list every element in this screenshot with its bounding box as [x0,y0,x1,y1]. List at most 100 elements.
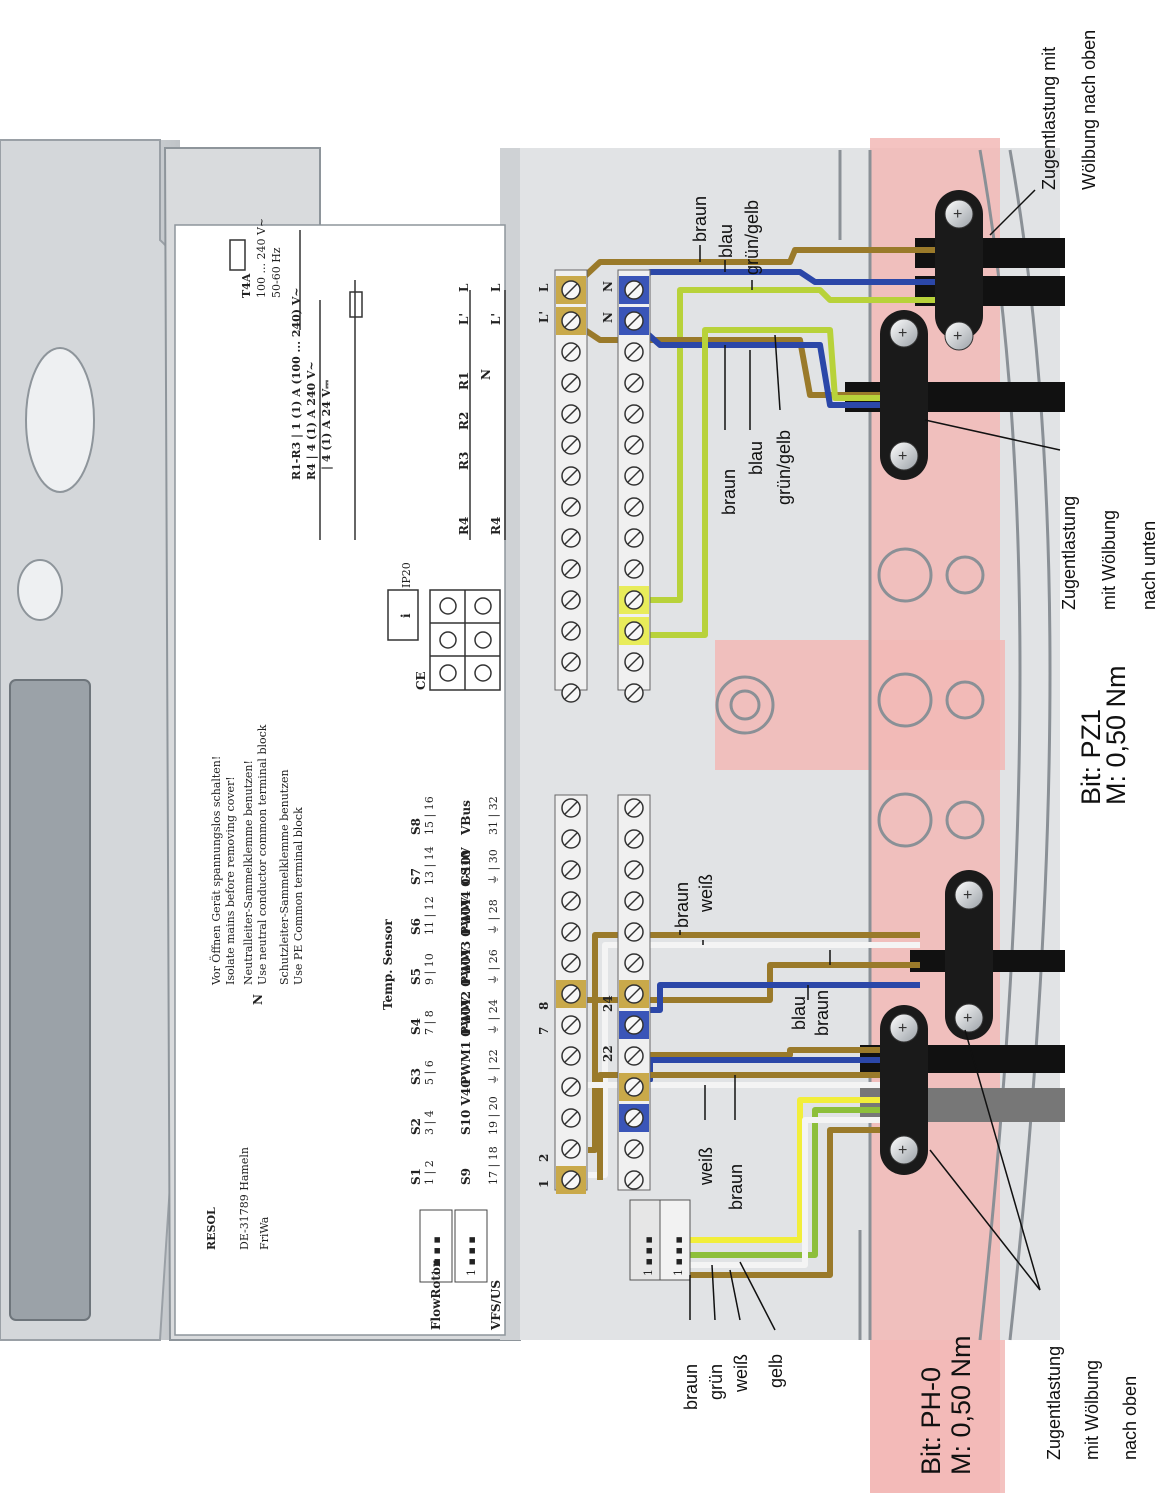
control-button-bottom [17,559,63,621]
terminal-screw-slot [564,1173,578,1187]
sensor-table-pins-top-cell: 7 | 8 [423,1010,437,1035]
terminal-screw-slot [564,500,578,514]
callout-zug-mid-3: nach unten [1139,521,1159,610]
callout-mains-out-blau: blau [746,441,766,475]
svg-text:+: + [963,1010,972,1027]
terminal-screw-slot [627,686,641,700]
ground-terminals [429,589,501,691]
callout-sensor-mid-blau: blau [789,996,809,1030]
plug-vfs-pins: 1 ▪ ▪ ▪ [672,1236,685,1276]
terminal-screw-slot [627,987,641,1001]
terminal-screw-slot [564,863,578,877]
terminal-screw-slot [627,925,641,939]
display-window [9,679,91,1321]
info-table-connectors [419,1209,488,1283]
bit-pz1-line1: Bit: PZ1 [1076,709,1106,805]
term-label-l: L [537,283,551,292]
sensor-table-pins-bottom-cell: ⏚ | 24 [487,999,501,1035]
logo-text: RESOL [205,1207,218,1250]
schematic-lines [229,230,506,540]
term-label-n1: N [601,312,615,323]
ce-mark: CE [414,671,428,690]
address-text: DE-31789 Hameln [238,1147,251,1250]
callout-sensor-top-weiss: weiß [696,874,716,913]
bit-pz1-line2: M: 0,50 Nm [1101,665,1131,805]
svg-text:+: + [953,206,962,223]
pink-zone-bottom [870,1340,1005,1493]
terminal-screw-slot [627,376,641,390]
warning-line-6: Use PE Common terminal block [292,807,305,985]
terminal-screw-slot [564,686,578,700]
terminal-screw-slot [564,562,578,576]
terminal-screw-slot [627,593,641,607]
terminal-screw-slot [564,376,578,390]
callout-zug-bottom-3: nach oben [1120,1376,1140,1460]
pink-zone-center [715,640,1005,770]
callout-mains-in-blau: blau [716,224,736,258]
terminal-screw-slot [627,283,641,297]
svg-text:+: + [898,1020,907,1037]
terminal-screws [556,276,649,1194]
sensor-table-groups-cell: VBus [459,800,473,836]
terminal-screw-slot [564,1049,578,1063]
relay-label: R2 [457,412,471,430]
sensor-table-groups-cell: PWM4 0-10V [459,847,473,935]
sensor-table-sensors-cell: S5 [409,968,423,985]
terminal-numbers: 1 2 7 8 22 24 L' L N N [537,281,615,1188]
plug-flowrotor-pins: 1 ▪ ▪ ▪ [642,1236,655,1276]
callout-sensor-mid-braun: braun [812,990,832,1036]
strain-relief-lower-right: + + [910,870,1065,1040]
terminal-screw-slot [627,1018,641,1032]
terminal-screw-slot [564,956,578,970]
terminal-screw-slot [564,469,578,483]
terminal-screw-slot [564,1111,578,1125]
callout-zug-mid-2: mit Wölbung [1099,510,1119,610]
term-label-1: 1 [537,1180,551,1188]
sensor-table-pins-top-cell: 9 | 10 [423,953,437,985]
sensor-table-pins-top-cell: 11 | 12 [423,896,437,935]
terminal-screw-slot [627,894,641,908]
terminal-screw-slot [564,345,578,359]
plug-flowrotor [629,1199,661,1281]
terminal-screw-slot [564,987,578,1001]
svg-text:+: + [898,448,907,465]
terminal-screw-slot [627,1142,641,1156]
supply-line-1: 100 ... 240 V~ [255,218,268,298]
sensor-table-header: Temp. Sensor [381,919,395,1010]
warning-line-3: Neutralleiter-Sammelklemme benutzen! [242,760,255,985]
callout-sensor-low-braun: braun [726,1164,746,1210]
sensor-table-pins-bottom-cell: 31 | 32 [487,796,501,835]
plug-vfs-us [659,1199,691,1281]
sensor-table-sensors-cell: S8 [409,818,423,835]
callout-zug-top-2: Wölbung nach oben [1079,30,1099,190]
strain-relief-lower-left: + + [860,1005,1065,1175]
printed-info-block [174,224,506,1336]
relay-label-r4: R4 [489,517,503,535]
terminal-screw-slot [564,894,578,908]
bit-ph0-line1: Bit: PH-0 [916,1367,946,1475]
term-label-7: 7 [537,1027,551,1035]
sensor-table-groups-cell: S10 V40 [459,1079,473,1135]
neutral-rail-label: N [479,369,493,380]
terminal-screw-slot [564,314,578,328]
terminal-screw-slot [564,832,578,846]
warning-line-1: Vor Öffnen Gerät spannungslos schalten! [209,756,223,986]
callout-flow-gelb: gelb [766,1354,786,1388]
terminal-screw-slot [627,1173,641,1187]
terminal-screw-slot [627,624,641,638]
term-label-24: 24 [601,995,615,1012]
sensor-table-pins-bottom-cell: 17 | 18 [487,1146,501,1185]
term-label-8: 8 [537,1002,551,1010]
fuse-label: T4A [240,273,253,298]
sensor-table-pins-bottom-cell: ⏚ | 28 [487,899,501,935]
terminal-screw-slot [627,1111,641,1125]
flowrotor-pins: 1 ▪ ▪ ▪ [430,1236,443,1276]
terminal-screw-slot [564,1080,578,1094]
strain-relief-top: + + [915,190,1065,351]
callout-labels: Zugentlastung mit Wölbung nach oben Zuge… [672,30,1159,1460]
callout-flow-braun: braun [681,1364,701,1410]
callout-mains-out-gruengelb: grün/gelb [774,430,794,505]
term-label-n2: N [601,281,615,292]
callout-zug-bottom-2: mit Wölbung [1082,1360,1102,1460]
